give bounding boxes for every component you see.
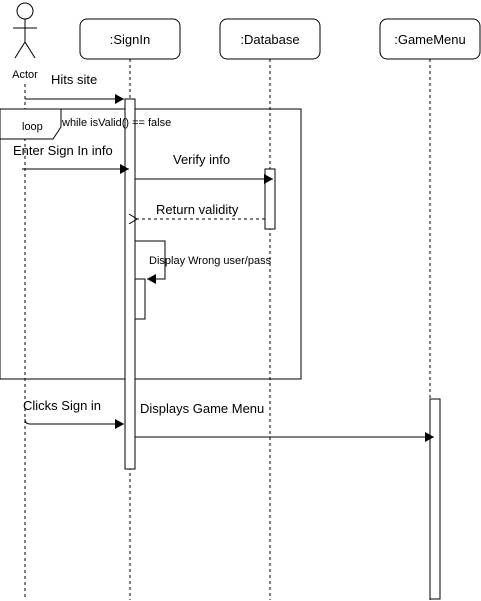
activation-signin-self: [134, 278, 146, 320]
lifeline-database-label: :Database: [240, 32, 299, 47]
loop-fragment: loop: [0, 108, 302, 380]
actor-figure: [13, 2, 37, 59]
loop-tab: [0, 108, 62, 140]
message-enter-sign-in-label: Enter Sign In info: [13, 143, 113, 158]
lifeline-header-signin: :SignIn: [79, 18, 181, 60]
message-displays-game-menu-label: Displays Game Menu: [140, 401, 264, 416]
lifeline-header-database: :Database: [219, 18, 321, 60]
message-verify-info-label: Verify info: [173, 152, 230, 167]
activation-gamemenu: [429, 398, 441, 600]
activation-database: [264, 168, 276, 230]
message-display-wrong-label: Display Wrong user/pass: [149, 255, 272, 267]
message-display-wrong: [135, 240, 166, 284]
message-clicks-sign-in-label: Clicks Sign in: [23, 398, 101, 413]
activation-signin: [124, 98, 136, 470]
message-hits-site-label: Hits site: [51, 72, 97, 87]
message-clicks-sign-in: [24, 418, 124, 429]
lifeline-signin-label: :SignIn: [110, 32, 150, 47]
message-return-validity-label: Return validity: [156, 202, 239, 217]
actor-label: Actor: [12, 69, 38, 81]
loop-guard: while isValid() == false: [61, 117, 171, 129]
lifeline-gamemenu-label: :GameMenu: [394, 32, 466, 47]
loop-label: loop: [22, 121, 43, 133]
lifeline-header-gamemenu: :GameMenu: [379, 18, 481, 60]
